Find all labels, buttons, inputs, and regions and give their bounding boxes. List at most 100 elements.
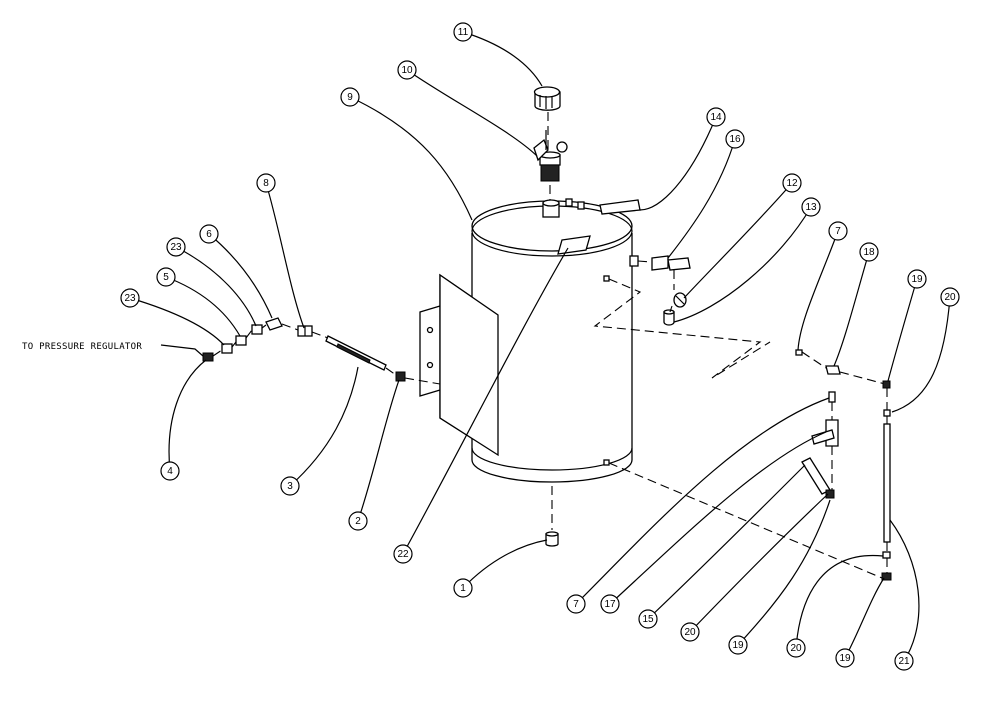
callout-1: 1 xyxy=(453,578,473,598)
fitting-23-lower xyxy=(221,343,233,354)
assembly-axis xyxy=(608,462,883,579)
assembly-axis xyxy=(669,270,675,313)
callout-number: 20 xyxy=(944,292,956,303)
callout-circle xyxy=(801,197,821,217)
callout-circle xyxy=(280,476,300,496)
fitting-7-upper xyxy=(795,349,803,356)
callout-number: 4 xyxy=(167,466,173,477)
callout-circle xyxy=(397,60,417,80)
callout-number: 19 xyxy=(732,640,744,651)
callout-circle xyxy=(725,129,745,149)
callout-number: 20 xyxy=(684,627,696,638)
sight-gauge-assembly xyxy=(608,349,892,581)
fill-cap-assembly xyxy=(533,86,568,200)
relief-valve-assembly xyxy=(593,255,771,379)
tee-16 xyxy=(651,255,669,271)
callout-number: 6 xyxy=(206,229,212,240)
callout-number: 7 xyxy=(835,226,841,237)
callout-number: 19 xyxy=(839,653,851,664)
fitting-7-lower xyxy=(828,391,836,403)
callout-number: 21 xyxy=(898,656,910,667)
callout-number: 3 xyxy=(287,481,293,492)
callout-5: 5 xyxy=(156,267,176,287)
callout-circle xyxy=(256,173,276,193)
callout-4: 4 xyxy=(160,461,180,481)
callout-number: 11 xyxy=(458,27,469,38)
valve-13 xyxy=(663,311,675,326)
callout-circle xyxy=(199,224,219,244)
fitting-2 xyxy=(395,371,406,382)
callout-number: 15 xyxy=(642,614,654,625)
bottom-fitting-1 xyxy=(545,486,559,547)
callout-circle xyxy=(728,635,748,655)
assembly-axis xyxy=(593,278,771,379)
drain-valve-15 xyxy=(801,457,831,495)
callout-circle xyxy=(393,544,413,564)
tank-body xyxy=(471,233,633,483)
callout-circle xyxy=(566,594,586,614)
elbow-16 xyxy=(667,257,691,271)
note-to-pressure-regulator: TO PRESSURE REGULATOR xyxy=(22,342,142,352)
callout-number: 9 xyxy=(347,92,353,103)
leader-lines xyxy=(129,31,951,662)
callout-circle xyxy=(706,107,726,127)
callout-8: 8 xyxy=(256,173,276,193)
callout-circle xyxy=(894,651,914,671)
fitting-4 xyxy=(202,352,214,362)
assembly-axis xyxy=(801,351,886,385)
sight-glass-21 xyxy=(883,423,891,543)
callout-number: 12 xyxy=(786,178,798,189)
callout-circle xyxy=(835,648,855,668)
callout-number: 23 xyxy=(124,293,136,304)
fitting-20-upper xyxy=(883,409,891,417)
valve-13-top xyxy=(663,309,675,315)
callout-21: 21 xyxy=(894,651,914,671)
heat-shield xyxy=(599,199,641,215)
callout-17: 17 xyxy=(600,594,620,614)
callout-circle xyxy=(120,288,140,308)
callout-circle xyxy=(680,622,700,642)
callout-7: 7 xyxy=(566,594,586,614)
callout-circle xyxy=(156,267,176,287)
callout-number: 22 xyxy=(397,549,409,560)
callout-14: 14 xyxy=(706,107,726,127)
callout-circle xyxy=(453,22,473,42)
callout-19: 19 xyxy=(835,648,855,668)
callout-circle xyxy=(638,609,658,629)
callout-22: 22 xyxy=(393,544,413,564)
side-port-lower xyxy=(603,459,610,466)
callout-6: 6 xyxy=(199,224,219,244)
callout-20: 20 xyxy=(940,287,960,307)
callout-circle xyxy=(348,511,368,531)
inlet-line-assembly xyxy=(202,317,441,385)
callout-13: 13 xyxy=(801,197,821,217)
callout-number: 7 xyxy=(573,599,579,610)
callout-23: 23 xyxy=(166,237,186,257)
fitting-19-upper xyxy=(882,380,891,389)
callout-23: 23 xyxy=(120,288,140,308)
callout-20: 20 xyxy=(786,638,806,658)
callout-circle xyxy=(859,242,879,262)
callout-number: 14 xyxy=(710,112,722,123)
callout-number: 18 xyxy=(863,247,875,258)
callout-number: 17 xyxy=(604,599,616,610)
fill-fitting-ring xyxy=(556,141,568,153)
callout-circle xyxy=(786,638,806,658)
tube-3-sleeve xyxy=(336,343,371,364)
callout-circle xyxy=(600,594,620,614)
callout-12: 12 xyxy=(782,173,802,193)
callout-19: 19 xyxy=(907,269,927,289)
callout-20: 20 xyxy=(680,622,700,642)
fitting-5 xyxy=(235,335,247,346)
tank-top-port-rim xyxy=(542,199,560,207)
callout-number: 8 xyxy=(263,178,269,189)
callout-16: 16 xyxy=(725,129,745,149)
callout-9: 9 xyxy=(340,87,360,107)
assembly-axis xyxy=(637,260,653,263)
callout-circle xyxy=(340,87,360,107)
callout-circle xyxy=(828,221,848,241)
tank-top-fitting xyxy=(577,201,585,210)
nipple-16 xyxy=(629,255,639,267)
